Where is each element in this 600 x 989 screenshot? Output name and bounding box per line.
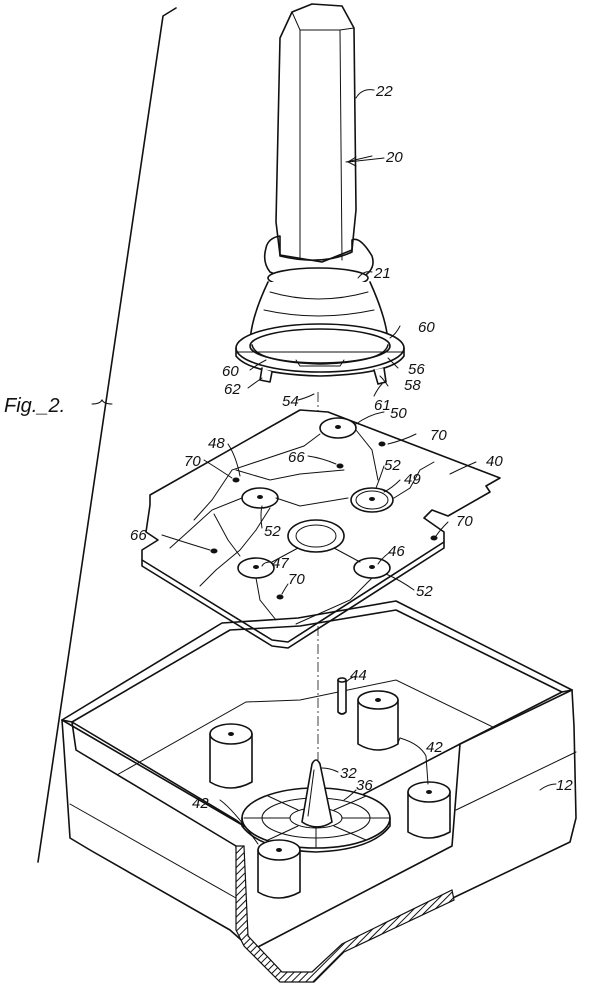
mounting-hole-70a <box>378 441 386 447</box>
callout-40: 40 <box>486 453 503 470</box>
callout-32: 32 <box>340 765 357 782</box>
leader-lines <box>161 89 557 845</box>
callout-47: 47 <box>272 555 289 572</box>
standoff-42-front-right <box>407 781 451 839</box>
callout-60-right: 60 <box>418 319 435 336</box>
sensor-pad-49 <box>350 487 394 513</box>
standoff-42-front-left <box>257 839 301 899</box>
callout-70-top: 70 <box>430 427 447 444</box>
sensor-pad-46 <box>353 557 391 579</box>
base-housing <box>61 600 577 983</box>
mounting-hole-70d <box>276 594 284 600</box>
sensor-pad-48 <box>241 487 279 509</box>
callout-50: 50 <box>390 405 407 422</box>
mounting-hole-70b <box>232 477 240 483</box>
callout-70-left: 70 <box>184 453 201 470</box>
callout-labels: 22 20 21 60 60 56 62 58 61 54 50 70 48 6… <box>130 83 573 812</box>
callout-42-right: 42 <box>426 739 443 756</box>
mounting-hole-66a <box>336 463 344 469</box>
callout-66-top: 66 <box>288 449 305 466</box>
callout-60-left: 60 <box>222 363 239 380</box>
callout-36: 36 <box>356 777 373 794</box>
sensor-pad-47 <box>237 557 275 579</box>
callout-58: 58 <box>404 377 421 394</box>
callout-42-left: 42 <box>192 795 209 812</box>
callout-20: 20 <box>385 149 403 166</box>
mounting-hole-70c <box>430 535 438 541</box>
callout-70-right: 70 <box>456 513 473 530</box>
circuit-board <box>141 409 501 649</box>
callout-52-middle: 52 <box>264 523 281 540</box>
standoff-42-back-right <box>357 690 399 751</box>
callout-54: 54 <box>282 393 299 410</box>
guide-pin-44 <box>337 677 347 715</box>
callout-70-bottom: 70 <box>288 571 305 588</box>
callout-66-left: 66 <box>130 527 147 544</box>
cone-post-32 <box>301 759 333 828</box>
callout-12: 12 <box>556 777 573 794</box>
callout-52-upper: 52 <box>384 457 401 474</box>
callout-49: 49 <box>404 471 421 488</box>
joystick-handle <box>263 3 374 284</box>
callout-44: 44 <box>350 667 367 684</box>
callout-46: 46 <box>388 543 405 560</box>
mounting-hole-66b <box>210 548 218 554</box>
callout-48: 48 <box>208 435 225 452</box>
grouping-bracket <box>37 7 177 863</box>
callout-62: 62 <box>224 381 241 398</box>
callout-61: 61 <box>374 397 391 414</box>
arrow-20 <box>346 156 385 167</box>
figure-label: Fig._2. <box>4 395 65 417</box>
callout-22: 22 <box>375 83 393 100</box>
callout-52-lower: 52 <box>416 583 433 600</box>
callout-56: 56 <box>408 361 425 378</box>
sensor-pad-50 <box>319 417 357 439</box>
callout-21: 21 <box>373 265 391 282</box>
standoff-42-left <box>209 723 253 789</box>
figure-label-brace <box>91 398 113 405</box>
handle-mount-cup <box>235 267 405 385</box>
